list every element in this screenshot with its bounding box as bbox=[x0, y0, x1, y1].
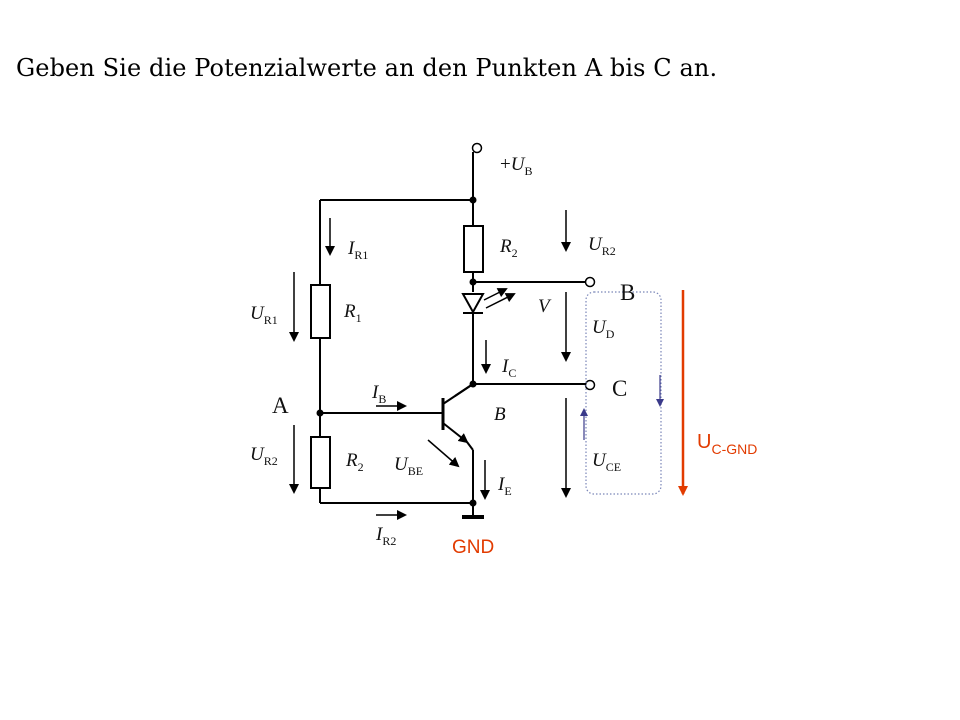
supply-terminal bbox=[471, 142, 483, 154]
measurement-box bbox=[585, 291, 662, 495]
label-gnd: GND bbox=[452, 537, 494, 558]
label-ur2-bottom: UR2 bbox=[250, 444, 278, 468]
label-point-b: B bbox=[620, 280, 635, 305]
label-ub: +UB bbox=[500, 154, 532, 178]
resistor-r2-bottom bbox=[310, 436, 331, 489]
label-ube: UBE bbox=[394, 454, 423, 478]
terminal-b bbox=[584, 276, 596, 288]
label-point-c: C bbox=[612, 376, 627, 401]
wires bbox=[319, 152, 586, 517]
led-symbol bbox=[461, 288, 516, 315]
label-ie: IE bbox=[497, 474, 512, 498]
label-r2-top: R2 bbox=[499, 236, 518, 260]
diagram-arrows bbox=[289, 210, 571, 520]
label-ur1: UR1 bbox=[250, 303, 278, 327]
label-base-b: B bbox=[494, 404, 506, 425]
label-uce: UCE bbox=[592, 450, 621, 474]
task-heading: Geben Sie die Potenzialwerte an den Punk… bbox=[16, 54, 718, 82]
label-v: V bbox=[538, 296, 552, 317]
terminal-c bbox=[584, 379, 596, 391]
label-ir2: IR2 bbox=[375, 524, 396, 548]
label-ic: IC bbox=[501, 356, 516, 380]
label-point-a: A bbox=[272, 393, 289, 418]
resistor-r2-top bbox=[463, 225, 484, 273]
label-ur2-top: UR2 bbox=[588, 234, 616, 258]
resistor-r1 bbox=[310, 284, 331, 339]
label-uc-gnd: UC-GND bbox=[697, 431, 757, 457]
label-r1: R1 bbox=[343, 301, 362, 325]
label-ib: IB bbox=[371, 382, 386, 406]
label-ud: UD bbox=[592, 317, 615, 341]
label-ir1: IR1 bbox=[347, 238, 368, 262]
transistor-symbol bbox=[441, 383, 474, 451]
label-r2-bottom: R2 bbox=[345, 450, 364, 474]
